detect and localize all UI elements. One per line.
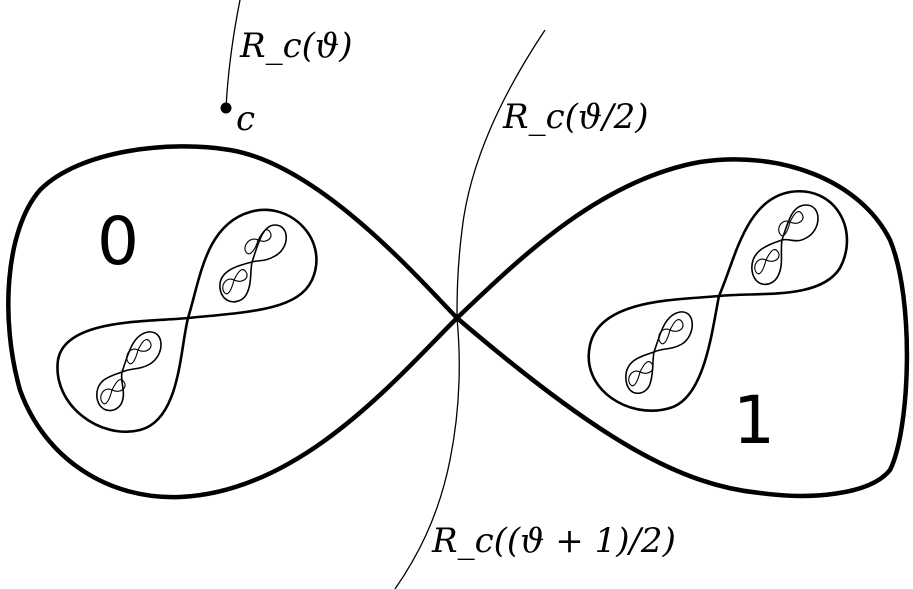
ray-theta-half (456, 29, 546, 319)
label-region-0: 0 (97, 203, 139, 280)
left-tiny-eight-4 (100, 379, 126, 405)
right-inner-figure-eight (587, 190, 849, 412)
label-point-c: c (236, 99, 255, 139)
point-c-marker (220, 102, 232, 114)
right-small-eight-lower (625, 311, 694, 395)
label-ray-theta: R_c(ϑ) (239, 26, 352, 66)
left-small-eight-lower (96, 331, 162, 412)
right-tiny-eight-1 (778, 211, 804, 237)
ray-theta-plus-one-half (394, 317, 460, 589)
left-inner-figure-eight (56, 208, 318, 433)
right-small-eight-upper (751, 204, 819, 286)
left-tiny-eight-1 (244, 229, 272, 255)
left-tiny-eight-3 (126, 339, 152, 365)
left-small-eight-upper (219, 224, 288, 303)
right-tiny-eight-3 (658, 319, 684, 345)
left-tiny-eight-2 (222, 269, 248, 295)
label-ray-theta-half: R_c(ϑ/2) (502, 97, 649, 137)
right-small-figure-eights (625, 204, 819, 395)
label-ray-theta-plus-one-half: R_c((ϑ + 1)/2) (431, 521, 676, 561)
left-small-figure-eights (96, 224, 288, 412)
ray-theta (225, 0, 241, 109)
label-region-1: 1 (733, 382, 775, 459)
right-tiny-eight-2 (754, 249, 780, 275)
right-tiny-eight-4 (628, 361, 654, 387)
